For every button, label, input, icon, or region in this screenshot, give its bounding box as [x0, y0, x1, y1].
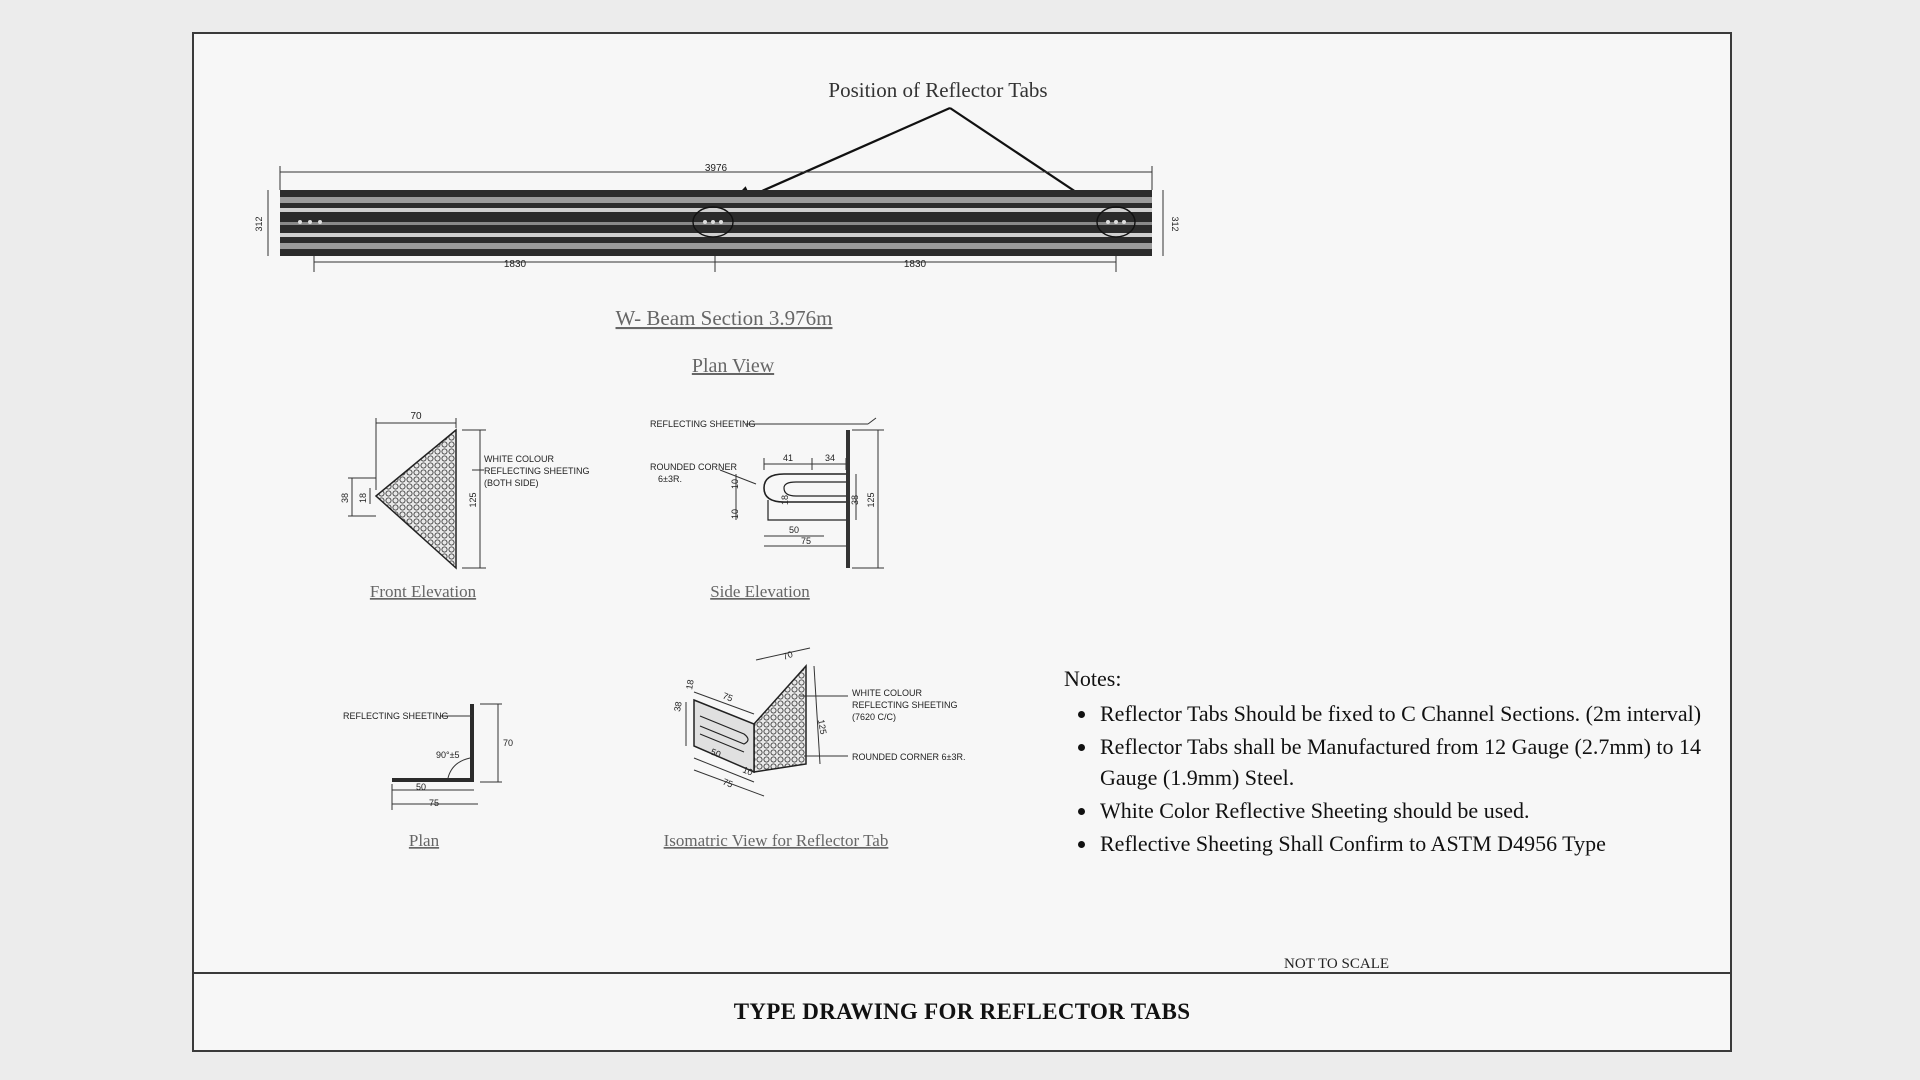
side-dim-50: 50: [789, 525, 799, 535]
isometric-drawing: WHITE COLOUR REFLECTING SHEETING (7620 C…: [672, 647, 965, 797]
callout-label: Position of Reflector Tabs: [828, 78, 1047, 102]
front-note-line-1: WHITE COLOUR: [484, 454, 555, 464]
iso-note-corner: ROUNDED CORNER 6±3R.: [852, 752, 965, 762]
beam-segment-left-dimension: 1830: [504, 259, 527, 270]
note-item: Reflector Tabs Should be fixed to C Chan…: [1098, 698, 1704, 729]
side-dim-10a: 10: [730, 479, 740, 489]
beam-segment-right-dimension: 1830: [904, 259, 927, 270]
plan-dim-50: 50: [416, 782, 426, 792]
note-item: Reflector Tabs shall be Manufactured fro…: [1098, 731, 1704, 793]
side-dim-10b: 10: [730, 509, 740, 519]
notes-section: Notes: Reflector Tabs Should be fixed to…: [1064, 666, 1704, 861]
iso-dim-10: 10: [741, 765, 754, 778]
drawing-title: TYPE DRAWING FOR REFLECTOR TABS: [733, 999, 1191, 1024]
plan-drawing: REFLECTING SHEETING 90°±5 70 50 75: [343, 703, 513, 810]
side-elevation-drawing: REFLECTING SHEETING ROUNDED CORNER 6±3R.…: [650, 417, 884, 569]
iso-dim-125: 125: [816, 719, 828, 736]
beam-section-label: W- Beam Section 3.976m: [616, 306, 833, 330]
side-elevation-label: Side Elevation: [710, 582, 810, 601]
reflector-tab-position-marker: [1096, 206, 1136, 238]
beam-height-dimension: 312: [1170, 216, 1180, 231]
side-dim-125: 125: [866, 492, 876, 507]
iso-dim-75: 75: [721, 777, 734, 790]
plan-note-sheeting: REFLECTING SHEETING: [343, 711, 449, 721]
not-to-scale-label: NOT TO SCALE: [1284, 956, 1390, 972]
plan-view-label: Plan View: [692, 355, 775, 377]
side-dim-18: 18: [780, 495, 790, 505]
plan-dim-75: 75: [429, 798, 439, 808]
beam-length-dimension: 3976: [705, 163, 728, 174]
beam-height-dimension: 312: [254, 216, 264, 231]
notes-heading: Notes:: [1064, 666, 1122, 691]
side-note-corner-1: ROUNDED CORNER: [650, 462, 738, 472]
plan-label: Plan: [409, 831, 440, 850]
w-beam-plan-view: 3976 1830 1830 312 312: [254, 163, 1180, 272]
side-dim-38: 38: [850, 495, 860, 505]
side-dim-34: 34: [825, 453, 835, 463]
plan-angle: 90°±5: [436, 750, 460, 760]
iso-dim-18: 18: [684, 679, 696, 691]
note-item: Reflective Sheeting Shall Confirm to AST…: [1098, 828, 1704, 859]
side-note-corner-2: 6±3R.: [658, 474, 682, 484]
front-note-line-3: (BOTH SIDE): [484, 478, 539, 488]
front-dim-top: 70: [410, 411, 422, 422]
iso-note-line-2: REFLECTING SHEETING: [852, 700, 958, 710]
front-dim-right: 125: [468, 492, 478, 507]
reflector-tab-position-marker: [692, 206, 734, 238]
front-note-line-2: REFLECTING SHEETING: [484, 466, 590, 476]
front-dim-left-outer: 38: [340, 493, 350, 503]
front-elevation-label: Front Elevation: [370, 582, 477, 601]
notes-list: Reflector Tabs Should be fixed to C Chan…: [1064, 698, 1704, 859]
note-item: White Color Reflective Sheeting should b…: [1098, 795, 1704, 826]
iso-note-line-1: WHITE COLOUR: [852, 688, 923, 698]
side-dim-41: 41: [783, 453, 793, 463]
title-block: TYPE DRAWING FOR REFLECTOR TABS: [194, 972, 1730, 1050]
iso-dim-75: 75: [721, 691, 734, 704]
front-dim-left-inner: 18: [358, 493, 368, 503]
iso-dim-70: 70: [781, 649, 794, 662]
iso-dim-38: 38: [672, 701, 684, 713]
iso-note-line-3: (7620 C/C): [852, 712, 896, 722]
side-note-sheeting: REFLECTING SHEETING: [650, 419, 756, 429]
front-elevation-drawing: 70 38 18 125 WHITE COLOUR REFLECTING SHE…: [340, 411, 590, 570]
iso-dim-50: 50: [709, 747, 722, 760]
plan-dim-70: 70: [503, 738, 513, 748]
side-dim-75: 75: [801, 536, 811, 546]
isometric-view-label: Isomatric View for Reflector Tab: [664, 831, 889, 850]
